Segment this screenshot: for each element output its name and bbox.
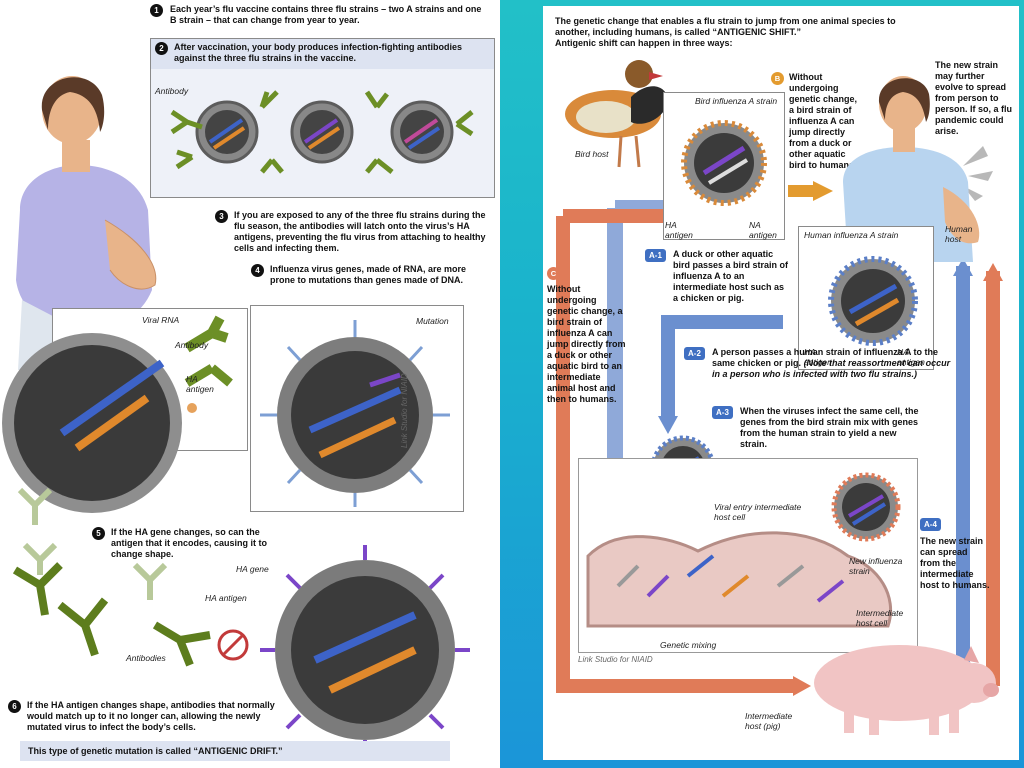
- ha-gene-label: HA gene: [236, 564, 269, 574]
- antibodies-label: Antibodies: [126, 653, 166, 663]
- antibody-shapes: [170, 90, 474, 174]
- step-5-text: If the HA gene changes, so can the antig…: [111, 527, 268, 559]
- ha-antigen-label-bottom: HA antigen: [205, 593, 247, 603]
- pig-label: Intermediate host (pig): [745, 711, 793, 731]
- right-credit: Link Studio for NIAID: [578, 655, 653, 664]
- human-na-antigen-label: NA antigen: [897, 347, 925, 367]
- step-3-number: 3: [215, 210, 228, 223]
- path-a1-text: A duck or other aquatic bird passes a bi…: [673, 249, 789, 303]
- mutated-virus-illustration: [260, 545, 470, 755]
- path-a2-text: A person passes a human strain of influe…: [712, 347, 952, 380]
- human-strain-virus: [828, 256, 918, 346]
- shift-flow-arrows: [556, 146, 1003, 696]
- shift-intro-text: The genetic change that enables a flu st…: [555, 16, 896, 37]
- virus-strain-b: [390, 100, 454, 164]
- antigenic-shift-panel: The genetic change that enables a flu st…: [543, 6, 1019, 760]
- path-a3-text: When the viruses infect the same cell, t…: [740, 406, 919, 449]
- pig-intermediate-host: [814, 645, 999, 735]
- new-strain-label: New influenza strain: [849, 556, 903, 576]
- path-b-marker: B: [771, 72, 784, 85]
- human-ha-antigen-label: HA antigen: [804, 347, 832, 367]
- bird-ha-antigen-label: HA antigen: [665, 220, 693, 240]
- path-c-text: Without undergoing genetic change, a bir…: [547, 284, 626, 404]
- step-3-text: If you are exposed to any of the three f…: [234, 210, 486, 253]
- intermediate-host-cell: [586, 531, 893, 628]
- drift-footer-prefix: This type of genetic mutation is called: [28, 746, 194, 756]
- non-matching-antibodies-illustration: [12, 487, 249, 667]
- path-a2-tag: A-2: [684, 347, 705, 360]
- step-1-text: Each year’s flu vaccine contains three f…: [170, 4, 482, 25]
- path-a3-tag: A-3: [712, 406, 733, 419]
- path-a1-tag: A-1: [645, 249, 666, 262]
- antibody-label-mid: Antibody: [175, 340, 209, 350]
- bird-host-label: Bird host: [575, 149, 609, 159]
- step-6-number: 6: [8, 700, 21, 713]
- virus-strain-a1: [195, 100, 259, 164]
- antibody-binding-illustration: [2, 315, 233, 513]
- path-a4-tag: A-4: [920, 518, 941, 531]
- mutation-virus-illustration: [260, 320, 450, 507]
- pandemic-text: The new strain may further evolve to spr…: [935, 60, 1013, 136]
- shift-intro-term: “ANTIGENIC SHIFT.”: [712, 27, 802, 37]
- antigenic-drift-panel: 1 Each year’s flu vaccine contains three…: [0, 0, 500, 768]
- genetic-mixing-label: Genetic mixing: [660, 640, 717, 650]
- shift-intro: The genetic change that enables a flu st…: [555, 16, 915, 38]
- step-5-number: 5: [92, 527, 105, 540]
- new-strain-virus: [831, 472, 901, 542]
- step-2-number: 2: [155, 42, 168, 55]
- path-c-marker: C: [547, 267, 560, 280]
- ha-antigen-label-mid: HA antigen: [186, 374, 214, 394]
- path-a2-note: (Note that reassortment can occur in a p…: [712, 358, 951, 379]
- viral-rna-label: Viral RNA: [142, 315, 180, 325]
- bird-na-antigen-label: NA antigen: [749, 220, 777, 240]
- antibody-label-top: Antibody: [155, 86, 189, 96]
- path-b-text: Without undergoing genetic change, a bir…: [789, 72, 858, 170]
- drift-footer-term: “ANTIGENIC DRIFT.”: [193, 746, 283, 756]
- shift-intro-ways: Antigenic shift can happen in three ways…: [555, 38, 733, 48]
- step-4-number: 4: [251, 264, 264, 277]
- human-host-label: Human host: [945, 224, 973, 244]
- step-4-text: Influenza virus genes, made of RNA, are …: [270, 264, 467, 285]
- human-strain-label: Human influenza A strain: [804, 230, 899, 240]
- left-credit: Link Studio for NIAID: [400, 373, 409, 448]
- path-a2-main: A person passes a human strain of influe…: [712, 347, 939, 368]
- viral-entry-label: Viral entry intermediate host cell: [714, 502, 802, 522]
- vaccine-strains-illustration: [170, 90, 474, 174]
- duck-bird-host: [565, 60, 669, 168]
- step-2-text: After vaccination, your body produces in…: [174, 42, 463, 63]
- bird-strain-virus: [681, 120, 767, 206]
- step-1-number: 1: [150, 4, 163, 17]
- step-6-text: If the HA antigen changes shape, antibod…: [27, 700, 275, 732]
- virus-strain-a2: [290, 100, 354, 164]
- bird-strain-label: Bird influenza A strain: [695, 96, 778, 106]
- path-a4-text: The new strain can spread from the inter…: [920, 536, 990, 590]
- intermediate-cell-label: Intermediate host cell: [856, 608, 904, 628]
- mutation-label: Mutation: [416, 316, 449, 326]
- drift-footer: This type of genetic mutation is called …: [20, 741, 450, 761]
